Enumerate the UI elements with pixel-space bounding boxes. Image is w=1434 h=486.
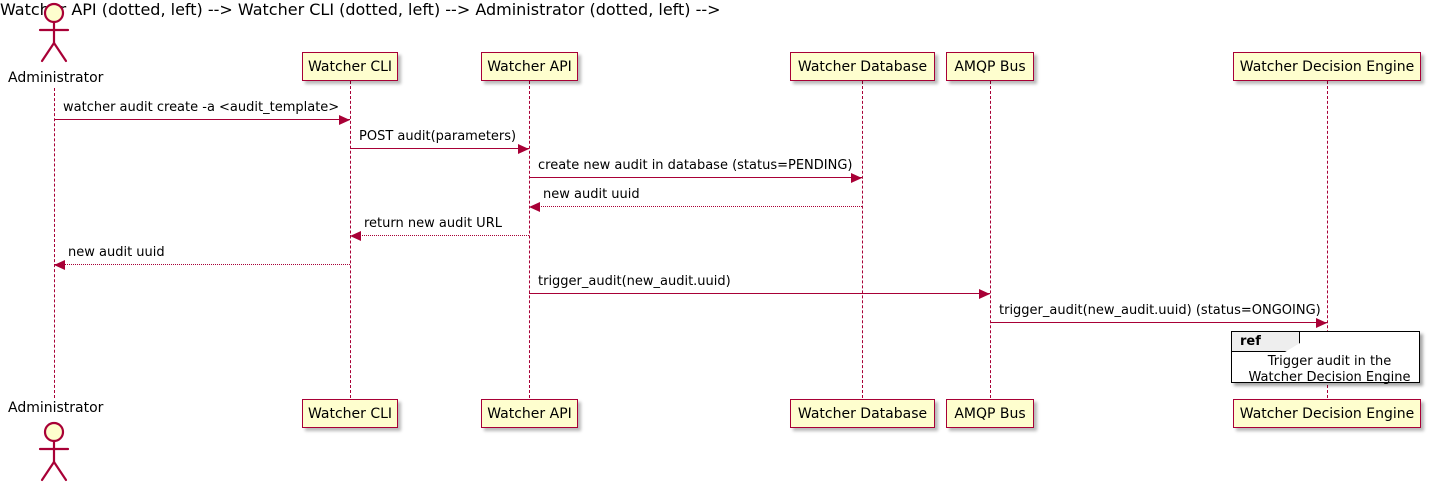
message-label: new audit uuid — [543, 187, 640, 202]
participant-label: AMQP Bus — [954, 405, 1026, 422]
actor-label-administrator-top: Administrator — [8, 70, 104, 86]
participant-label: Watcher CLI — [307, 405, 393, 422]
participant-label: Watcher Database — [797, 58, 928, 75]
participant-label: Watcher Decision Engine — [1239, 58, 1415, 75]
lifeline-amqp-bus — [990, 81, 991, 398]
participant-amqp-bus-bottom[interactable]: AMQP Bus — [946, 399, 1034, 428]
message-label: trigger_audit(new_audit.uuid) (status=ON… — [999, 303, 1321, 318]
participant-label: Watcher Decision Engine — [1239, 405, 1415, 422]
lifeline-watcher-database — [862, 81, 863, 398]
message-label: create new audit in database (status=PEN… — [538, 158, 853, 173]
arrowhead-right-icon — [518, 143, 529, 154]
message-line — [54, 119, 350, 120]
arrowhead-left-icon — [54, 259, 65, 270]
ref-fragment-line-1: Trigger audit in the — [1267, 354, 1392, 369]
arrowhead-right-icon — [979, 288, 990, 299]
message-line — [529, 293, 990, 294]
message-label: new audit uuid — [68, 245, 165, 260]
actor-figure-icon — [38, 2, 70, 63]
participant-watcher-database-top[interactable]: Watcher Database — [790, 52, 935, 81]
arrowhead-left-icon — [350, 230, 361, 241]
participant-amqp-bus-top[interactable]: AMQP Bus — [946, 52, 1034, 81]
arrowhead-left-icon — [529, 201, 540, 212]
message-label: trigger_audit(new_audit.uuid) — [538, 274, 731, 289]
lifeline-watcher-api — [529, 81, 530, 398]
message-line — [54, 264, 350, 265]
message-label: watcher audit create -a <audit_template> — [63, 100, 340, 115]
ref-fragment[interactable]: ref Trigger audit in the Watcher Decisio… — [1231, 331, 1420, 386]
message-line — [350, 235, 529, 236]
participant-watcher-decision-engine-bottom[interactable]: Watcher Decision Engine — [1233, 399, 1421, 428]
message-line — [529, 206, 862, 207]
actor-administrator-bottom — [28, 421, 80, 483]
arrowhead-right-icon — [851, 172, 862, 183]
message-line — [529, 177, 862, 178]
participant-watcher-api-bottom[interactable]: Watcher API — [481, 399, 578, 428]
ref-fragment-body: Trigger audit in the Watcher Decision En… — [1232, 354, 1419, 386]
message-label: return new audit URL — [364, 216, 502, 231]
message-line — [990, 322, 1327, 323]
message-label: POST audit(parameters) — [359, 129, 517, 144]
participant-label: Watcher API — [487, 405, 572, 422]
actor-figure-icon — [38, 421, 70, 482]
actor-administrator-top — [28, 2, 80, 64]
ref-fragment-tab: ref — [1232, 332, 1300, 352]
participant-watcher-api-top[interactable]: Watcher API — [481, 52, 578, 81]
arrowhead-right-icon — [339, 114, 350, 125]
participant-label: Watcher Database — [797, 405, 928, 422]
participant-label: Watcher CLI — [307, 58, 393, 75]
ref-fragment-line-2: Watcher Decision Engine — [1248, 370, 1411, 385]
message-line — [350, 148, 529, 149]
participant-watcher-cli-top[interactable]: Watcher CLI — [302, 52, 398, 81]
participant-watcher-cli-bottom[interactable]: Watcher CLI — [302, 399, 398, 428]
ref-fragment-tab-label: ref — [1240, 334, 1261, 349]
participant-watcher-database-bottom[interactable]: Watcher Database — [790, 399, 935, 428]
actor-label-administrator-bottom: Administrator — [8, 400, 104, 416]
participant-label: Watcher API — [487, 58, 572, 75]
arrowhead-right-icon — [1316, 317, 1327, 328]
participant-watcher-decision-engine-top[interactable]: Watcher Decision Engine — [1233, 52, 1421, 81]
participant-label: AMQP Bus — [954, 58, 1026, 75]
lifeline-watcher-decision-engine — [1327, 81, 1328, 398]
lifeline-administrator — [54, 88, 55, 398]
